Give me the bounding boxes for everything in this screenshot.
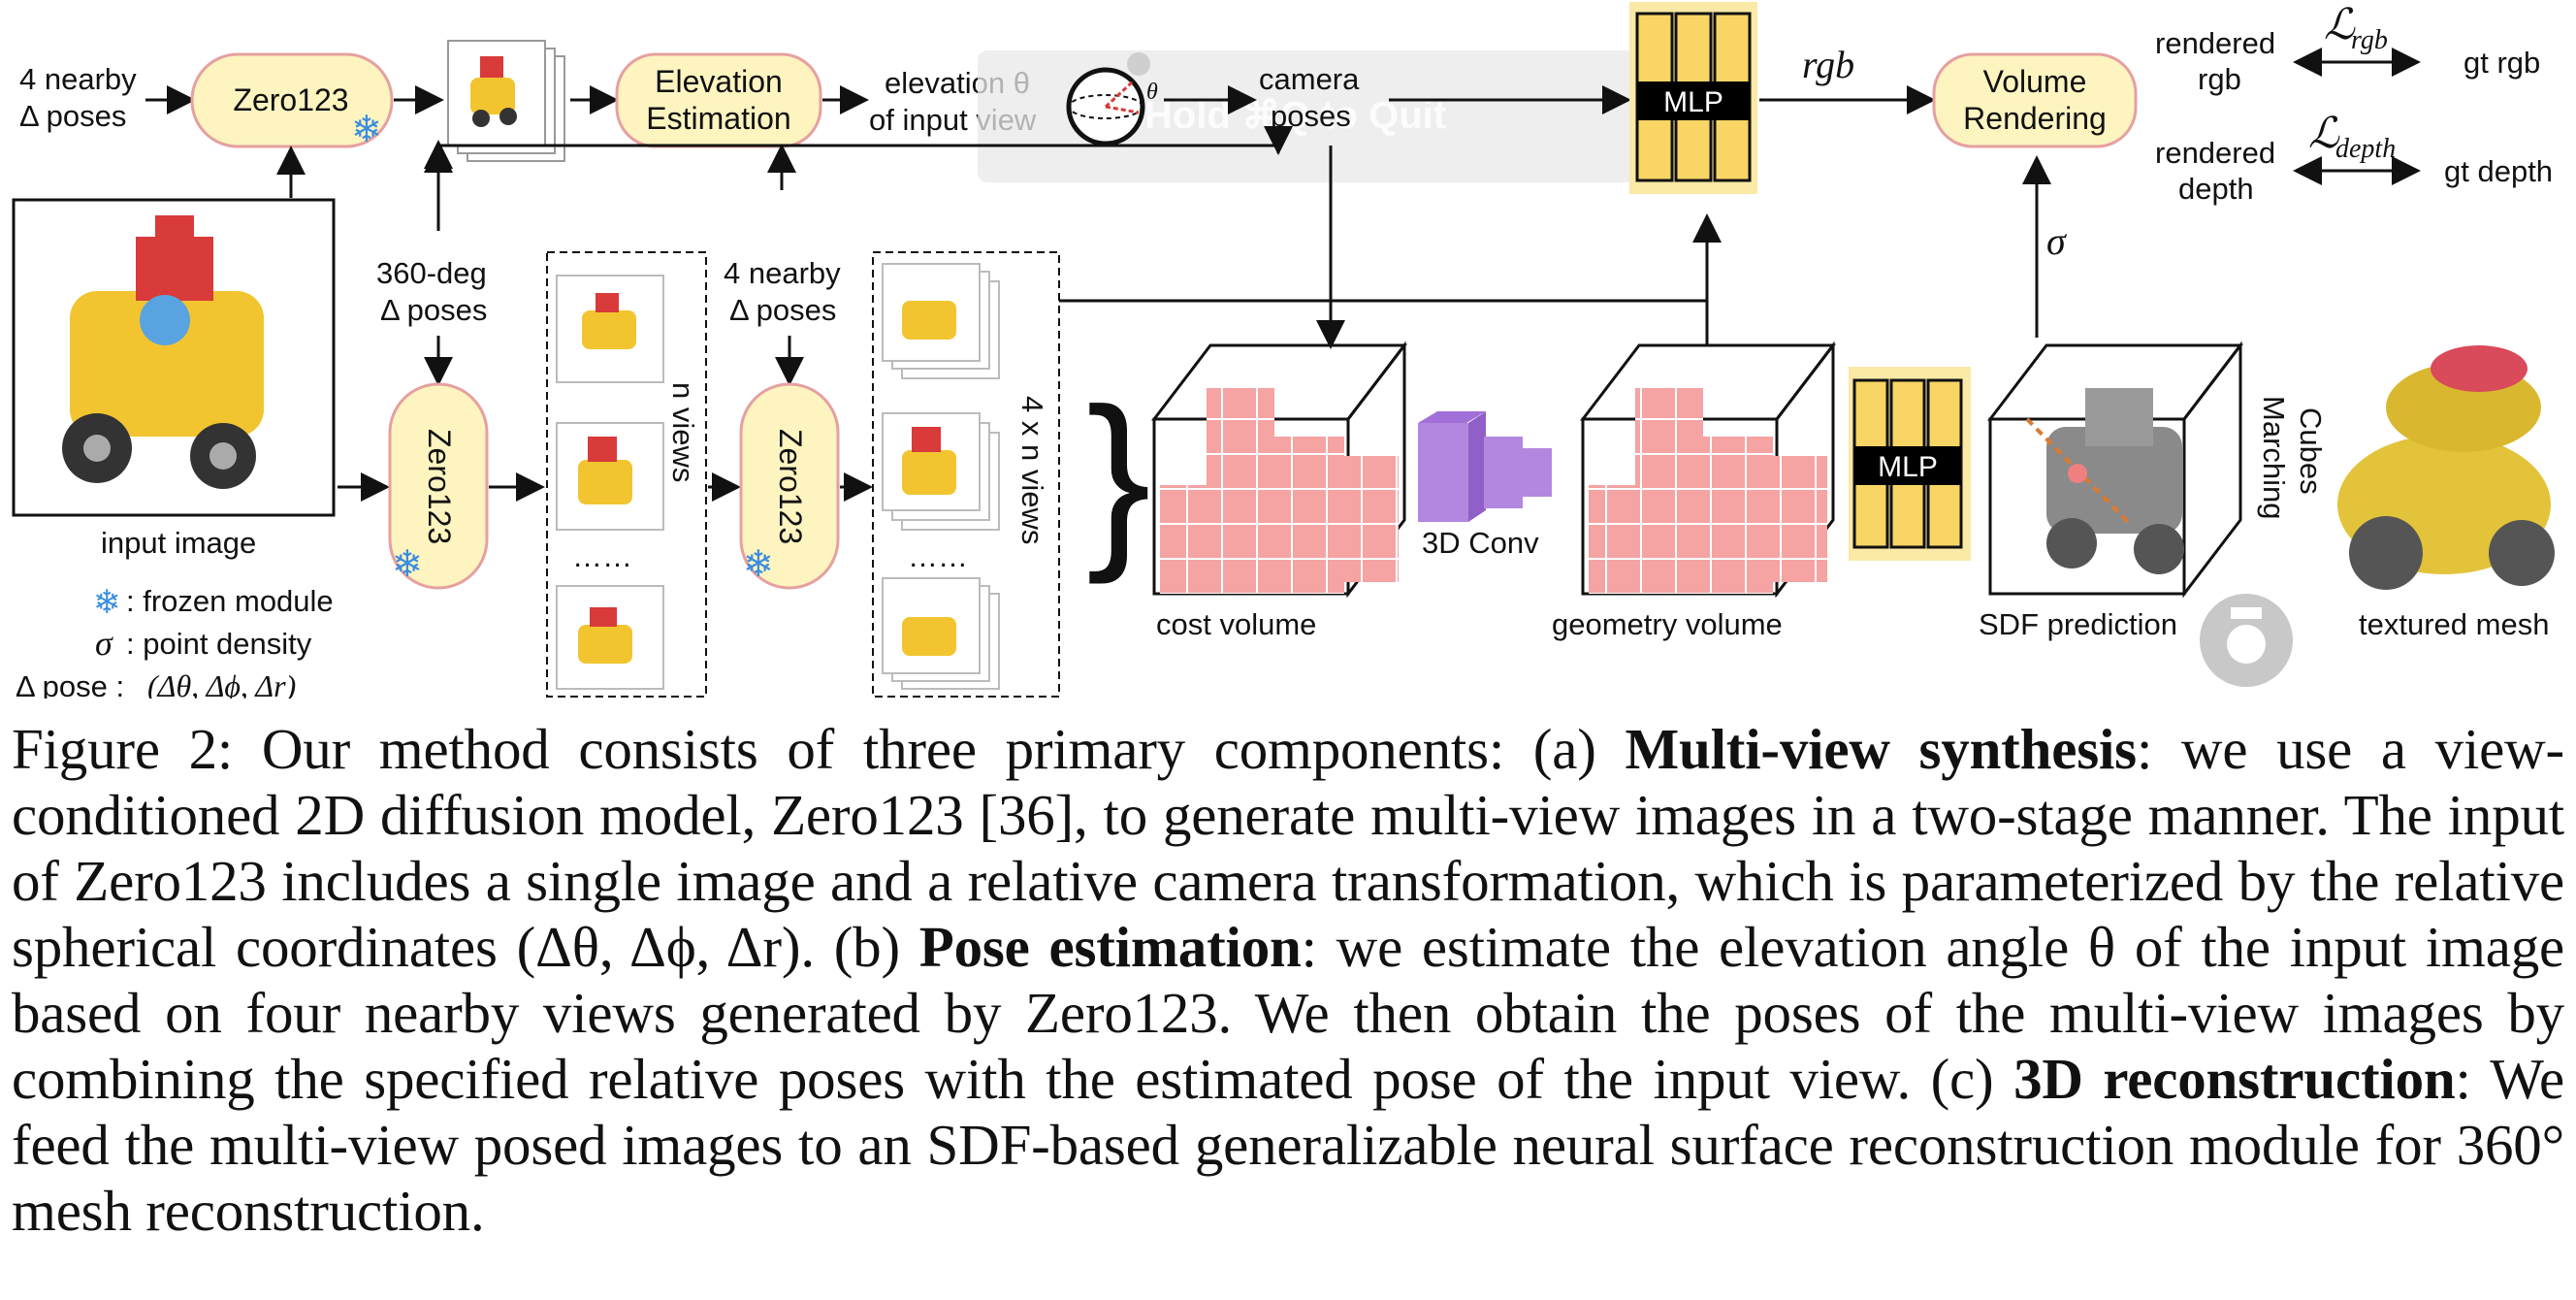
n-views-box: …… n views [546,251,707,698]
four-n-views-label: 4 x n views [1015,396,1049,544]
deg360-label-1: 360-deg [376,256,487,290]
volume-rendering-node: Volume Rendering [1932,52,2138,148]
brace-icon: } [1086,369,1151,585]
textured-mesh [2337,345,2555,590]
legend-frozen: : frozen module [126,584,334,618]
quit-overlay [978,50,1647,182]
caption-part-3: : We feed the multi-view posed images to… [12,1047,2564,1243]
conv3d-label: 3D Conv [1422,526,1539,560]
marching-label-2: Cubes [2294,407,2328,495]
elevation-label-1: Elevation [655,64,783,99]
marching-label-1: Marching [2257,396,2291,520]
nearby-mid-label-1: 4 nearby [724,256,841,290]
rgb-label: rgb [1802,43,1854,86]
camera-poses-label-2: poses [1271,99,1351,133]
nearby-poses-label-top-2: Δ poses [19,99,126,133]
camera-poses-label-1: camera [1259,62,1360,96]
loss-rgb-subscript: rgb [2351,25,2388,55]
legend-pose-value: (Δθ, Δϕ, Δr) [147,668,296,699]
legend-pose-label: Δ pose : [16,669,124,699]
loss-depth-symbol: ℒ [2308,110,2340,157]
ellipsis-2: …… [908,539,968,573]
gt-depth-label: gt depth [2444,154,2553,188]
snowflake-icon: ❄ [351,110,382,150]
zero123-top-label: Zero123 [233,82,348,117]
caption-bold-multiview: Multi-view synthesis [1625,717,2137,781]
legend-density: : point density [126,627,312,661]
theta-small-label: θ [1146,80,1158,105]
sigma-label: σ [2046,219,2067,263]
caption-intro: Figure 2: Our method consists of three p… [12,717,1626,781]
input-image [12,198,336,517]
caption-part-1: : we use a view-conditioned 2D diffusion… [12,717,2565,979]
zero123-vertical-node-2: Zero123 ❄ [739,382,840,590]
rendered-depth-label-2: depth [2178,172,2254,206]
figure-caption: Figure 2: Our method consists of three p… [12,716,2564,1244]
caption-part-2: : we estimate the elevation angle θ of t… [12,915,2564,1111]
zero123-top-node: Zero123 ❄ [190,52,394,150]
ellipsis-1: …… [572,539,632,573]
caption-bold-reconstruction: 3D reconstruction [2013,1047,2456,1111]
caption-bold-pose: Pose estimation [918,915,1302,979]
sdf-prediction [1986,341,2244,599]
rendered-rgb-label-1: rendered [2155,26,2275,60]
volume-rendering-label-1: Volume [1983,64,2087,99]
nearby-mid-label-2: Δ poses [729,293,836,327]
mlp-top-block: MLP [1629,2,1757,194]
nearby-poses-label-top: 4 nearby [19,62,137,96]
geometry-volume-label: geometry volume [1552,607,1783,641]
mlp-bottom-block: MLP [1849,367,1971,561]
legend-sigma: σ [95,624,113,663]
generated-views-stack-top [447,40,565,162]
snowflake-icon: ❄ [392,544,423,585]
zero123-vertical-label-1: Zero123 [422,429,457,544]
sdf-prediction-label: SDF prediction [1979,607,2177,641]
n-views-label: n views [666,382,700,482]
four-n-views-box: …… 4 x n views [872,251,1060,698]
snowflake-icon: ❄ [743,544,774,585]
camera-icon [2200,594,2293,687]
elevation-sphere-icon: θ [1066,52,1158,146]
conv3d-block [1418,411,1552,522]
cost-volume [1150,341,1408,599]
legend: ❄ : frozen module σ : point density Δ po… [16,584,334,699]
loss-depth-subscript: depth [2335,134,2396,164]
elevation-estimation-node: Elevation Estimation [615,52,822,148]
zero123-vertical-label-2: Zero123 [773,429,808,544]
input-image-label: input image [101,526,256,560]
geometry-volume [1579,341,1837,599]
mlp-bottom-label: MLP [1878,451,1938,483]
method-diagram: 4 nearby Δ poses Zero123 ❄ Elevation Est… [12,1,2555,699]
textured-mesh-label: textured mesh [2359,607,2549,641]
rendered-rgb-label-2: rgb [2198,62,2241,96]
mlp-top-label: MLP [1663,86,1723,118]
volume-rendering-label-2: Rendering [1963,101,2107,136]
elevation-label-2: Estimation [646,101,790,136]
cost-volume-label: cost volume [1156,607,1316,641]
deg360-label-2: Δ poses [380,293,487,327]
snowflake-icon: ❄ [93,584,121,621]
gt-rgb-label: gt rgb [2463,46,2540,80]
zero123-vertical-node-1: Zero123 ❄ [388,382,489,590]
loss-rgb-symbol: ℒ [2324,1,2356,49]
rendered-depth-label-1: rendered [2155,136,2275,170]
